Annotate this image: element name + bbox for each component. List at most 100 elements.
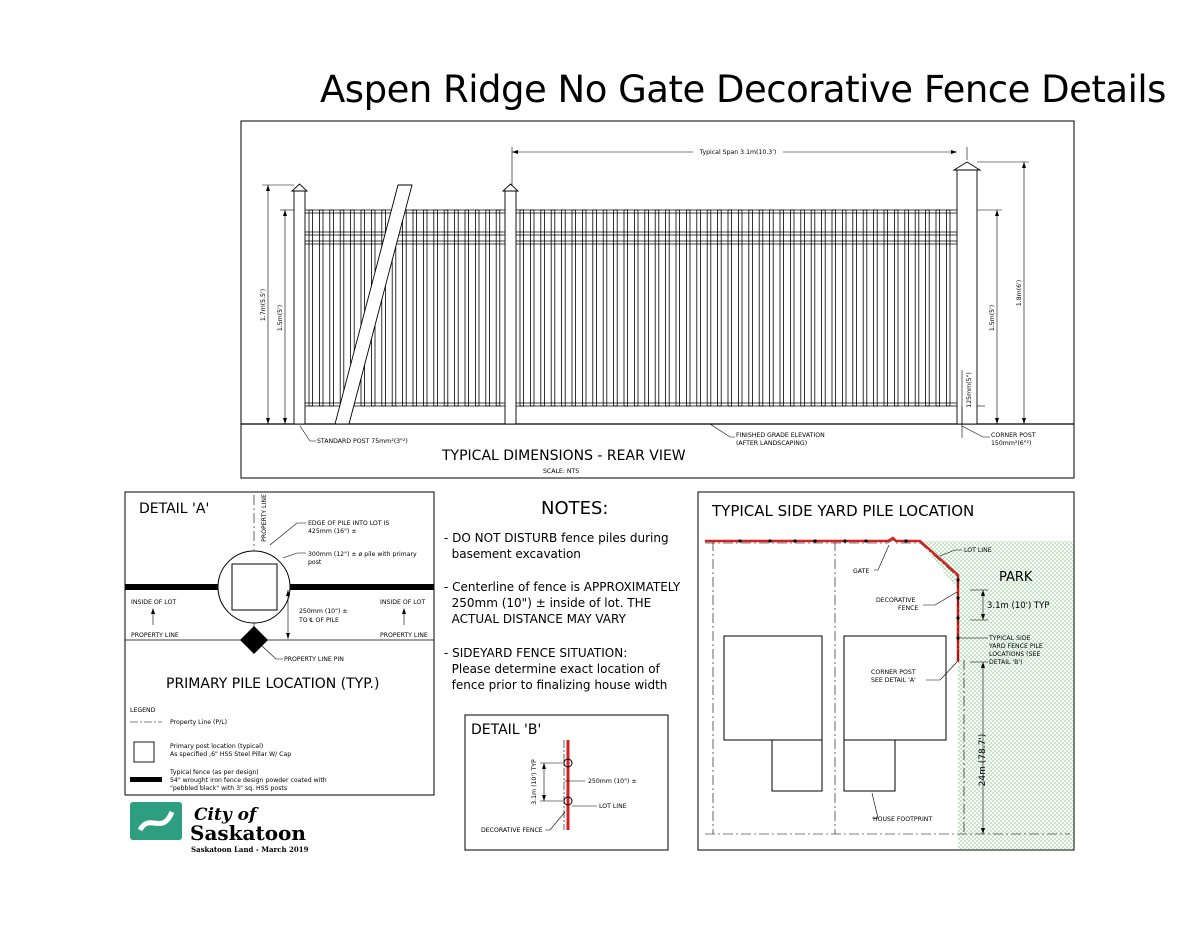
pile-label-3: LOCATIONS (SEE (989, 651, 1040, 658)
fence-pile (843, 539, 847, 543)
fence-picket (706, 209, 712, 407)
house-right (843, 635, 947, 741)
corner-post-label-2: 150mm²(6"²) (991, 440, 1031, 447)
standard-post-label: STANDARD POST 75mm²(3"²) (317, 438, 408, 445)
offset-label-1: 250mm (10") ± (299, 608, 348, 615)
side-yard-depth: 24m (78.7') (978, 734, 988, 787)
fence-picket (738, 209, 743, 407)
logo-tagline: Saskatoon Land - March 2019 (191, 845, 309, 854)
fence-picket (842, 209, 847, 407)
side-yard-heading: TYPICAL SIDE YARD PILE LOCATION (711, 502, 974, 520)
property-line-pin (240, 626, 268, 654)
fence-picket (675, 209, 680, 407)
fence-picket (474, 209, 480, 407)
corner-post (952, 161, 982, 425)
fence-picket (422, 209, 428, 407)
edge-label-1: EDGE OF PILE INTO LOT IS (308, 520, 389, 527)
fence-picket (935, 209, 940, 407)
fence-pile (793, 539, 797, 543)
standard-post-middle (501, 183, 520, 425)
offset-label-2: TO ℄ OF PILE (298, 617, 339, 624)
fence-picket (925, 209, 930, 407)
notes: NOTES: - DO NOT DISTURB fence piles duri… (444, 498, 681, 692)
fence-picket (623, 209, 628, 407)
note-3-line-1: - SIDEYARD FENCE SITUATION: (444, 646, 627, 660)
fence-picket (686, 209, 691, 407)
side-yard-piles (738, 539, 960, 640)
primary-post-square (231, 563, 278, 611)
dim-left-outer: 1.7m(5.5') (260, 289, 267, 321)
fence-pile (813, 539, 817, 543)
fence-picket (412, 209, 417, 407)
rear-view-heading: TYPICAL DIMENSIONS - REAR VIEW (441, 448, 686, 464)
note-3-line-3: fence prior to finalizing house width (444, 678, 667, 692)
detail-b-panel: DETAIL 'B' 3.1m (10') TYP 250mm (10") ± … (464, 714, 669, 851)
fence-picket (779, 209, 784, 407)
legend-property-line: Property Line (P/L) (170, 719, 227, 726)
edge-label-2: 425mm (16") ± (308, 528, 357, 535)
detail-b-heading: DETAIL 'B' (471, 722, 541, 738)
fence-label-2: FENCE (898, 605, 918, 612)
note-3-line-2: Please determine exact location of (444, 662, 661, 676)
fence-picket (433, 209, 438, 407)
fence-pile (864, 539, 868, 543)
fence-picket (634, 209, 639, 407)
note-2-line-2: 250mm (10") ± inside of lot. THE (444, 596, 651, 610)
dimension-lines (262, 147, 1029, 438)
dim-right-outer: 1.8m(6') (1016, 280, 1023, 306)
note-2-line-1: - Centerline of fence is APPROXIMATELY (444, 580, 681, 594)
fence-picket (790, 209, 795, 407)
side-yard-panel: TYPICAL SIDE YARD PILE LOCATION (697, 491, 1075, 851)
fence-picket (748, 209, 753, 407)
fence-picket (904, 209, 909, 407)
park-area (958, 558, 1073, 849)
rear-view-panel: Typical Span 3.1m(10.3') 1.7m(5.5') 1.5m… (240, 120, 1075, 479)
fence-pile (768, 539, 772, 543)
fence-picket (540, 209, 545, 407)
fence-picket (339, 209, 345, 407)
legend-post-1: Primary post location (typical) (170, 743, 263, 750)
property-line-right: PROPERTY LINE (380, 632, 428, 639)
fence-pile (738, 539, 742, 543)
fence-picket (654, 209, 660, 407)
fence-label-1: DECORATIVE (876, 597, 916, 604)
standard-post-left (290, 183, 309, 425)
logo-line1: City of (194, 805, 259, 825)
note-1-line-2: basement excavation (444, 547, 581, 561)
fence-pile (956, 616, 960, 620)
detail-b-fence-label: DECORATIVE FENCE (481, 827, 543, 834)
fence-picket (561, 209, 566, 407)
corner-post-label-1: CORNER POST (871, 669, 916, 676)
pile-label-1: 300mm (12") ± ø pile with primary (308, 551, 417, 558)
fence-picket (644, 209, 649, 407)
legend-post-2: As specified ,6" HSS Steel Pillar W/ Cap (170, 751, 291, 758)
primary-pile-subtitle: PRIMARY PILE LOCATION (TYP.) (166, 676, 379, 692)
fence-pile (904, 539, 908, 543)
grade-label-1: FINISHED GRADE ELEVATION (736, 432, 825, 439)
fence-picket (883, 209, 888, 407)
fence-picket (894, 209, 899, 407)
dim-left-inner: 1.5m(5') (277, 305, 284, 331)
note-1-line-1: - DO NOT DISTURB fence piles during (444, 531, 669, 545)
pile-label-4: DETAIL 'B') (989, 659, 1023, 666)
city-logo: City of Saskatoon Saskatoon Land - March… (130, 802, 309, 854)
fence-picket (821, 209, 826, 407)
detail-b-lot-line: LOT LINE (599, 803, 627, 810)
fence-pickets (308, 209, 951, 407)
page-title: Aspen Ridge No Gate Decorative Fence Det… (320, 68, 1166, 111)
dim-right-inner: 1.5m(5') (989, 305, 996, 331)
fence-picket (602, 209, 608, 407)
legend-post-symbol (133, 741, 155, 763)
fence-picket (800, 209, 805, 407)
fence-picket (485, 209, 490, 407)
pile-label-2: post (308, 559, 322, 566)
fence-picket (914, 209, 920, 407)
house-left (723, 635, 823, 741)
fence-picket (873, 209, 878, 407)
fence-picket (495, 209, 501, 407)
fence-picket (464, 209, 469, 407)
legend-fence-symbol (130, 777, 162, 782)
fence-picket (852, 209, 857, 407)
fence-picket (454, 209, 459, 407)
